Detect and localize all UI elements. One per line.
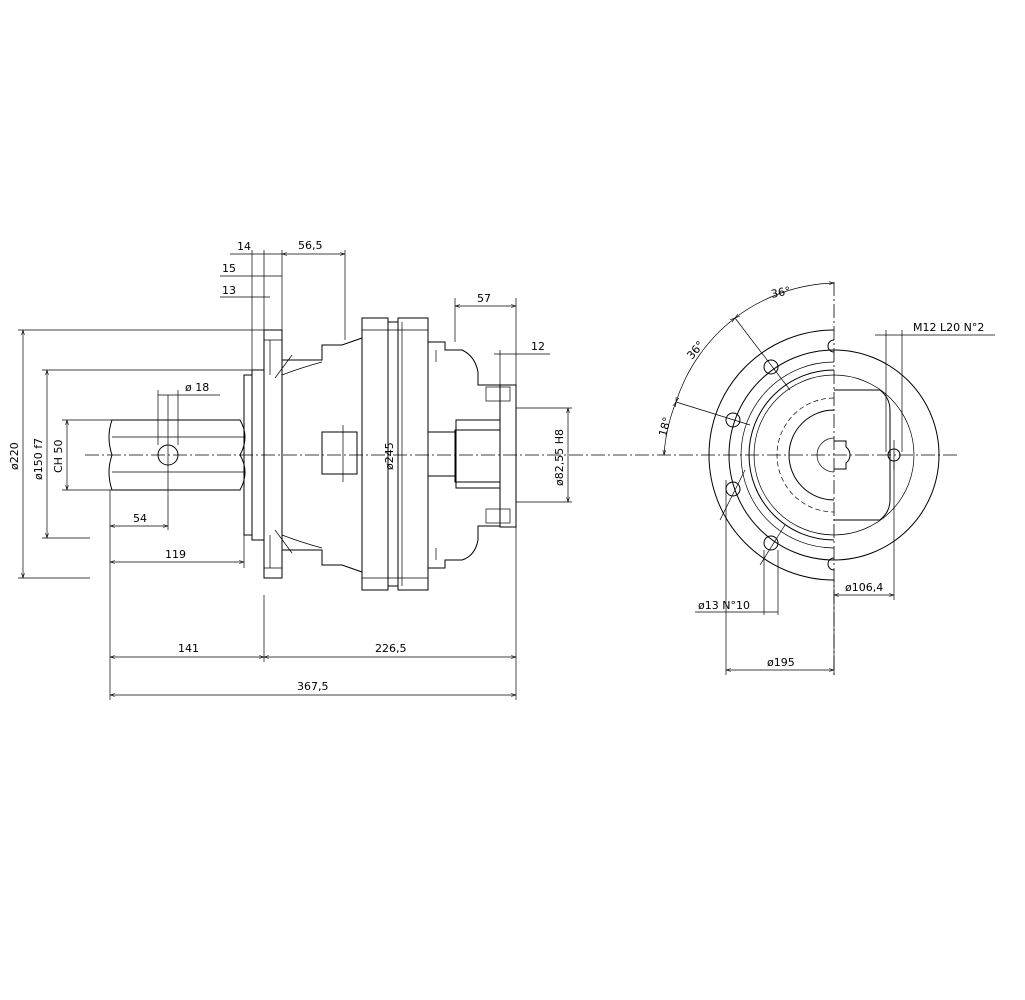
- dim-56-5: 56,5: [298, 239, 323, 252]
- dim-13: 13: [222, 284, 236, 297]
- bolt-top: [485, 386, 511, 402]
- dim-dia-18: ø 18: [185, 381, 209, 394]
- dim-141: 141: [178, 642, 199, 655]
- bolt-hole: [725, 412, 741, 428]
- mounting-flange: [243, 329, 283, 579]
- dim-dia-106-4: ø106,4: [845, 581, 883, 594]
- dim-54: 54: [133, 512, 147, 525]
- side-view: [18, 250, 960, 700]
- dimension-labels: 14 15 13 56,5 57 12 ø 18 54 119 141 226,…: [8, 239, 984, 693]
- main-body: [361, 317, 429, 591]
- dim-119: 119: [165, 548, 186, 561]
- bolt-hole: [763, 535, 779, 551]
- bolt-bottom: [485, 508, 511, 524]
- dim-dia-13: ø13 N°10: [698, 599, 750, 612]
- dim-ch-50: CH 50: [52, 440, 65, 473]
- dim-14: 14: [237, 240, 251, 253]
- output-shaft: [108, 395, 246, 530]
- front-view: [664, 282, 995, 675]
- dim-dia-150: ø150 f7: [32, 438, 45, 480]
- dim-m12: M12 L20 N°2: [913, 321, 984, 334]
- dim-dia-82-55: ø82,55 H8: [553, 429, 566, 486]
- bolt-hole: [763, 359, 779, 375]
- dim-12: 12: [531, 340, 545, 353]
- dim-15: 15: [222, 262, 236, 275]
- dim-57: 57: [477, 292, 491, 305]
- dim-angle-36-b: 36°: [684, 339, 706, 362]
- dim-dia-220: ø220: [8, 442, 21, 470]
- dim-367-5: 367,5: [297, 680, 329, 693]
- dim-226-5: 226,5: [375, 642, 407, 655]
- dim-dia-245: ø245: [383, 442, 396, 470]
- side-dimensions: [18, 250, 572, 700]
- dim-dia-195: ø195: [767, 656, 795, 669]
- oil-plug: [321, 431, 358, 475]
- input-adapter: [427, 341, 517, 569]
- dim-angle-18: 18°: [656, 416, 674, 438]
- dim-angle-36-a: 36°: [770, 284, 792, 301]
